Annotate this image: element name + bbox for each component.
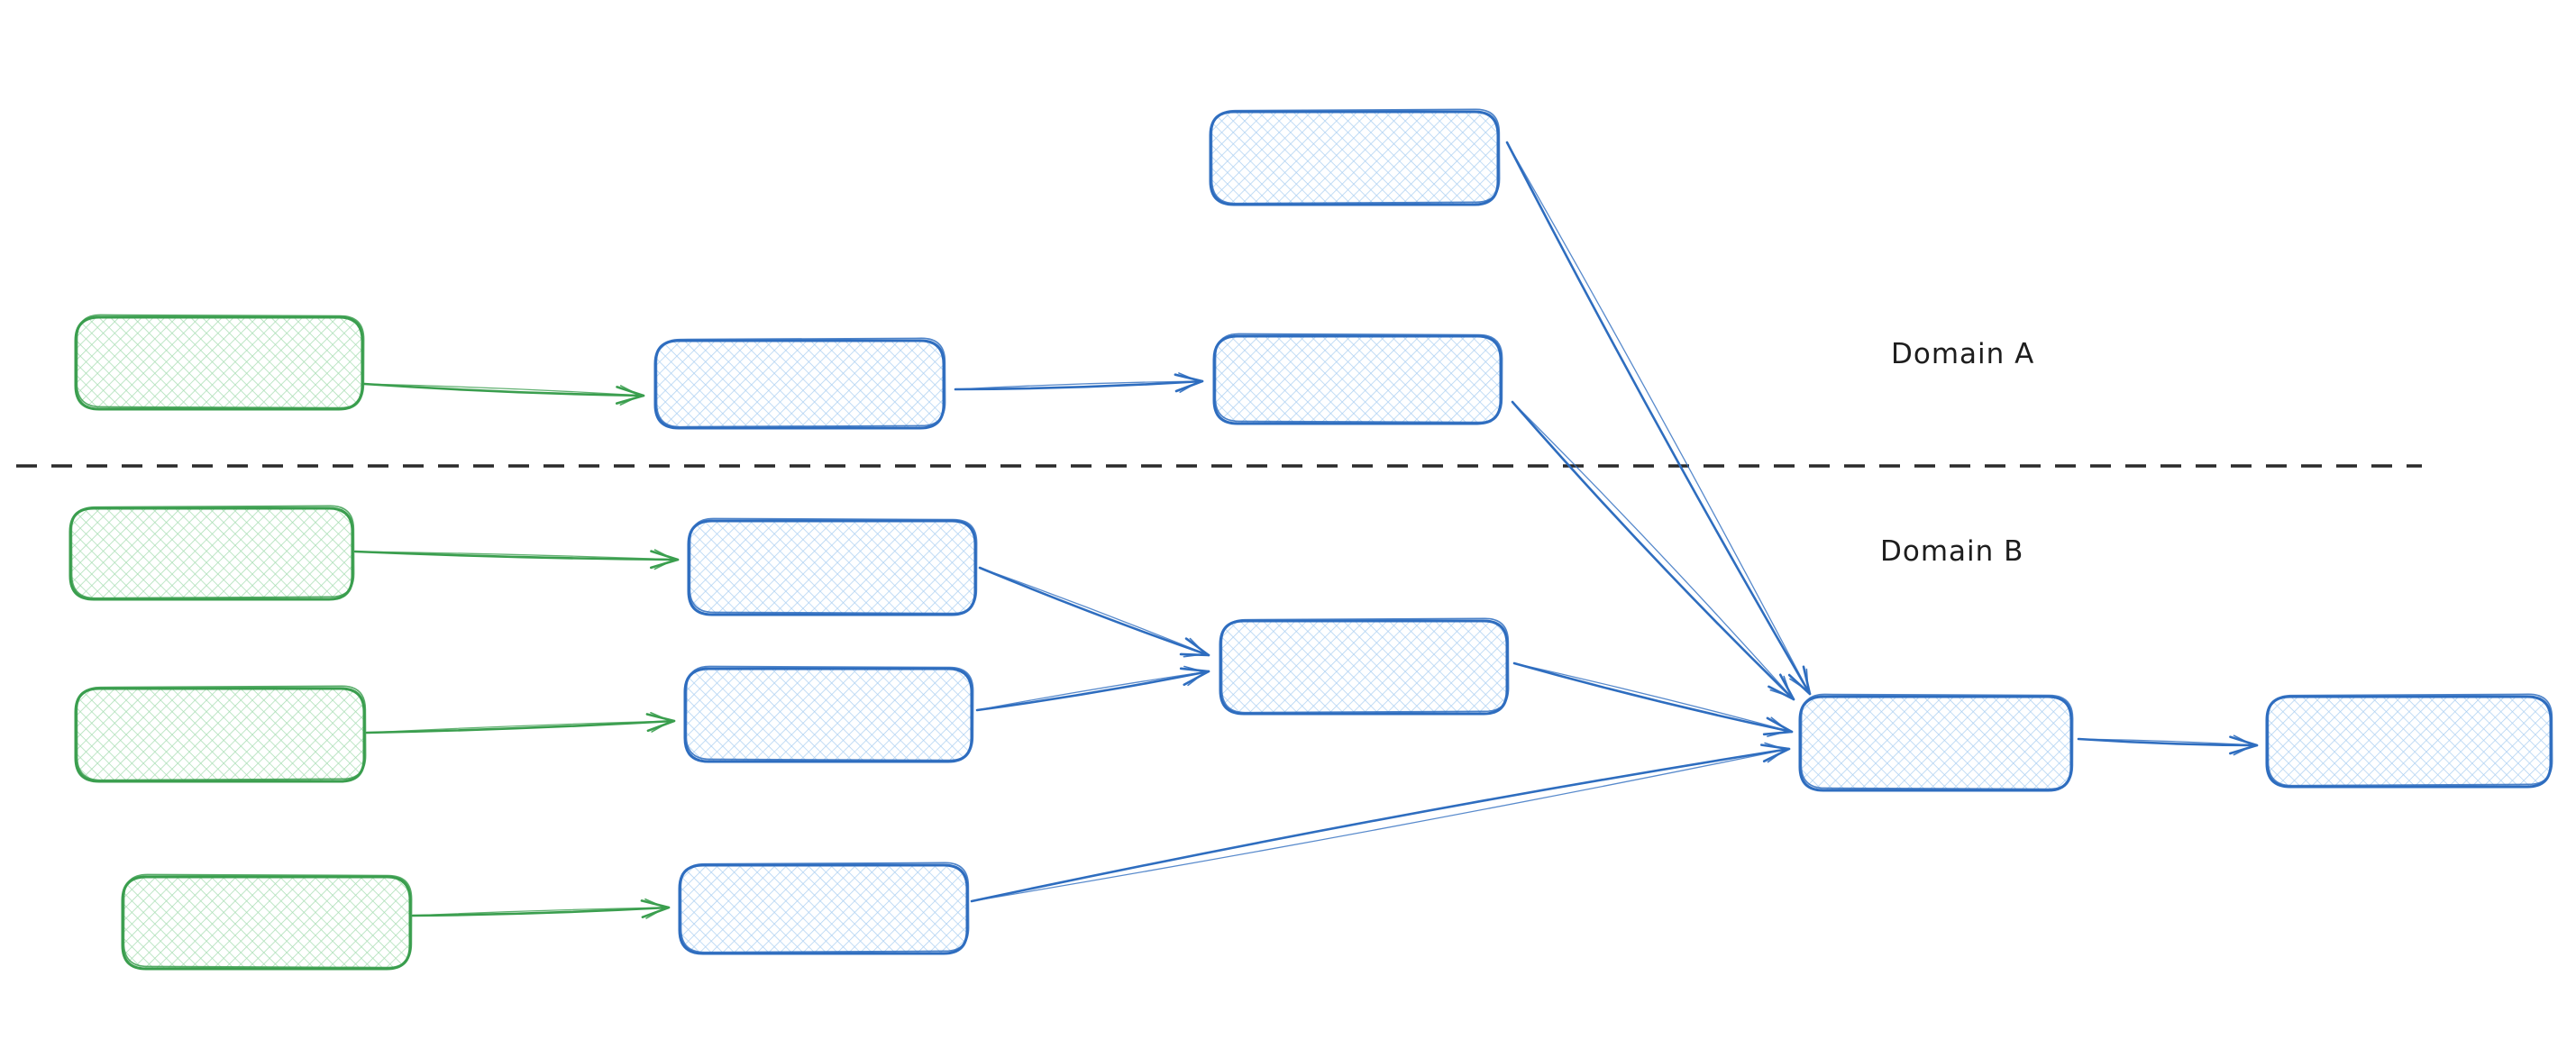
arrow-b-source3-to-stage1c [411,898,671,919]
box-domain-b-stage1c [678,862,970,955]
arrow-a-stage2-to-hub [1511,400,1795,701]
edges-layer [353,141,2259,919]
domain-a-label: Domain A [1891,338,2034,370]
box-output [2265,693,2553,789]
arrow-a-source-to-stage1 [362,382,645,406]
arrow-top-to-hub [1505,141,1812,696]
arrow-b-merge-to-hub [1512,661,1794,737]
box-domain-a-stage1 [653,337,946,430]
box-hub [1798,693,2074,792]
box-external-top [1209,108,1501,206]
arrow-a-stage1-to-stage2 [954,372,1204,394]
box-domain-b-source3 [121,873,413,971]
arrow-b-stage1c-to-hub [970,742,1791,903]
arrow-b-stage1a-to-merge [978,566,1210,658]
arrow-hub-to-output [2077,734,2259,756]
box-domain-b-merge [1219,617,1510,716]
box-domain-a-stage2 [1212,333,1503,425]
box-domain-b-stage1a [687,517,978,616]
box-domain-a-source [74,314,365,411]
box-domain-b-source1 [69,505,355,601]
box-domain-b-source2 [74,685,367,783]
labels-layer: Domain A Domain B [1880,338,2034,568]
arrow-b-source1-to-stage1a [353,549,680,570]
box-domain-b-stage1b [683,665,974,763]
arrow-b-source2-to-stage1b [365,711,676,734]
nodes-layer [69,108,2553,971]
domain-b-label: Domain B [1880,535,2023,568]
arrow-b-stage1b-to-merge [975,665,1210,712]
